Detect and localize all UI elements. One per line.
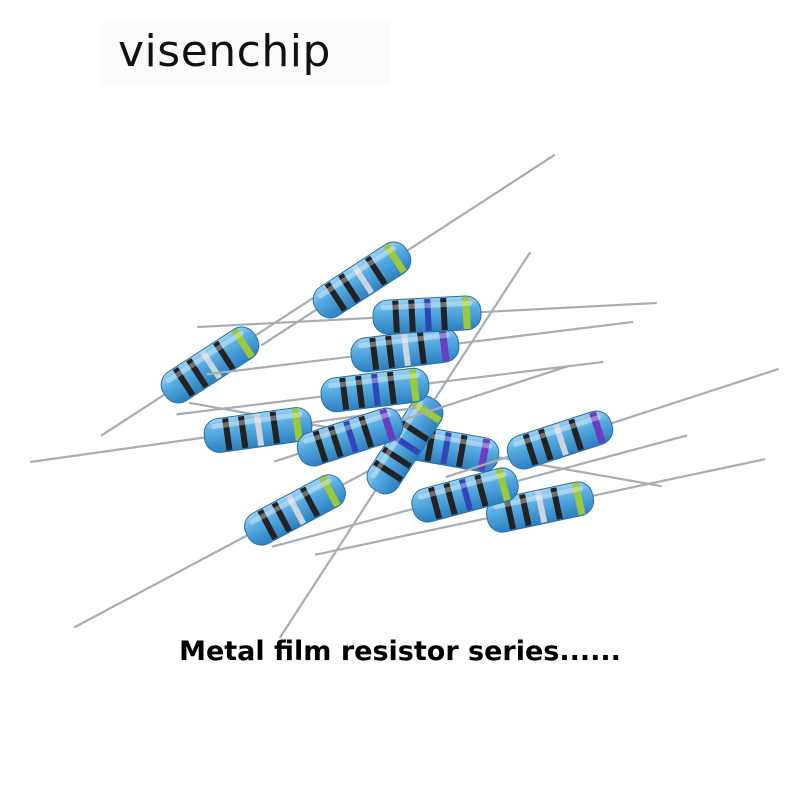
resistor-band <box>571 482 586 516</box>
resistor <box>314 458 766 556</box>
product-caption: Metal film resistor series...... <box>179 636 621 667</box>
resistor-band <box>428 486 443 520</box>
resistor-band <box>385 335 396 369</box>
resistor-band <box>438 328 450 362</box>
resistor <box>271 434 688 548</box>
resistor-band <box>424 429 436 462</box>
resistor-band <box>285 493 307 526</box>
resistor-band <box>568 418 584 451</box>
resistor-band <box>390 432 421 456</box>
resistor-band <box>401 333 411 367</box>
resistor-band <box>553 423 569 456</box>
resistor-band <box>355 375 366 409</box>
resistor <box>176 360 604 416</box>
resistor-band <box>537 428 554 461</box>
resistor-band <box>522 433 539 466</box>
resistor-band <box>458 478 474 511</box>
resistor <box>197 295 657 335</box>
resistor-band <box>271 501 292 533</box>
resistor-lead <box>445 367 780 479</box>
resistor-band <box>299 486 321 518</box>
resistor <box>206 320 634 376</box>
resistor-band <box>291 408 303 441</box>
resistor-band <box>383 243 407 274</box>
resistor-band <box>550 487 563 520</box>
resistor-band <box>440 431 452 465</box>
resistor-highlight <box>211 412 303 430</box>
resistor-band <box>257 509 278 541</box>
resistor-band <box>477 438 491 472</box>
resistor-band <box>351 264 375 295</box>
resistor-highlight <box>317 245 396 299</box>
resistor <box>73 438 428 629</box>
resistor-band <box>495 468 511 502</box>
resistor-band <box>339 377 350 411</box>
resistor-band <box>324 281 348 312</box>
resistor-band <box>213 340 236 371</box>
resistor-band <box>172 366 196 397</box>
resistor <box>278 251 532 639</box>
resistor <box>273 364 570 467</box>
resistor-band <box>474 474 489 507</box>
resistor-band <box>237 415 249 449</box>
resistor-highlight <box>328 372 420 389</box>
resistor <box>30 406 417 464</box>
resistor <box>260 153 556 347</box>
resistor-band <box>392 300 400 333</box>
resistor-band <box>222 418 233 451</box>
resistor-band <box>456 434 468 468</box>
resistor-highlight <box>370 400 424 479</box>
resistor-highlight <box>165 330 244 384</box>
resistor-band <box>424 298 432 332</box>
resistor-band <box>503 497 516 530</box>
resistor <box>445 367 780 479</box>
resistor-band <box>443 482 458 516</box>
resistor-highlight <box>418 472 508 500</box>
resistor-band <box>369 337 380 371</box>
resistor-band <box>269 411 281 444</box>
resistor-band <box>319 475 341 508</box>
resistor-band <box>186 358 209 389</box>
resistor-highlight <box>513 415 601 447</box>
resistor-band <box>379 408 396 442</box>
resistor-band <box>253 413 265 447</box>
resistor-band <box>399 419 430 442</box>
resistor-highlight <box>358 332 450 349</box>
resistor-band <box>231 328 255 359</box>
resistor-band <box>519 493 532 527</box>
resistor-band <box>373 459 404 483</box>
resistor-band <box>386 371 397 405</box>
resistor-band <box>408 299 416 332</box>
resistor-band <box>338 273 361 304</box>
resistor-highlight <box>303 412 391 444</box>
resistor-lead <box>260 153 556 347</box>
resistor-band <box>440 297 448 331</box>
resistor-band <box>358 415 374 448</box>
resistor-band <box>589 411 606 445</box>
resistor-band <box>381 446 412 469</box>
resistor-group <box>30 153 780 639</box>
brand-background <box>100 22 390 86</box>
resistor-band <box>343 420 359 453</box>
resistor-band <box>199 349 223 380</box>
resistor-band <box>462 296 471 330</box>
resistor-highlight <box>249 478 332 525</box>
resistor <box>100 276 345 437</box>
resistor-band <box>416 331 427 365</box>
resistor-band <box>534 490 548 524</box>
resistor-highlight <box>492 486 584 510</box>
resistor-band <box>408 368 420 402</box>
resistor-band <box>371 373 381 407</box>
resistor-highlight <box>380 300 473 311</box>
resistor-band <box>365 255 388 286</box>
resistor-band <box>327 425 344 458</box>
brand-logo-text: visenchip <box>118 26 331 77</box>
resistor-band <box>312 430 329 463</box>
